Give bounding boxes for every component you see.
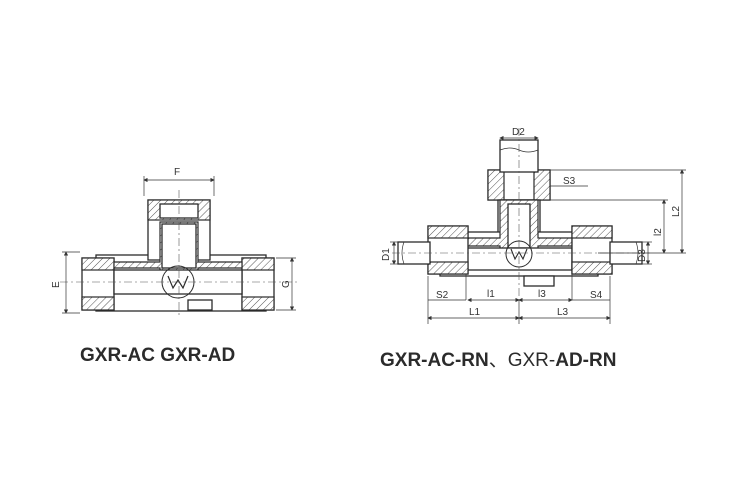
dim-label-G: G [281, 280, 292, 288]
right-caption-part2a: GXR- [507, 350, 556, 371]
top-nut-section-left [487, 169, 505, 201]
dim-label-D2: D2 [512, 127, 525, 138]
right-caption-part2b: AD-RN [555, 350, 617, 371]
dim-label-L1: L1 [469, 307, 481, 318]
dim-label-D3: D3 [637, 249, 648, 262]
dim-label-S3: S3 [563, 176, 576, 187]
dim-label-l2: l2 [653, 228, 664, 236]
dim-label-D1: D1 [381, 248, 392, 261]
left-marking-plate [187, 299, 213, 311]
right-caption-separator: 、 [488, 350, 508, 371]
left-caption-text: GXR-AC GXR-AD [80, 345, 236, 366]
dim-label-L2: L2 [671, 205, 682, 217]
dim-label-L3: L3 [557, 307, 569, 318]
right-tee-fitting: D2 S3 L2 l2 D1 D3 S2 l1 l3 [381, 127, 686, 324]
left-tee-fitting: F E G [51, 167, 298, 318]
right-caption: GXR-AC-RN、GXR-AD-RN [380, 345, 616, 372]
left-caption: GXR-AC GXR-AD [80, 345, 235, 367]
left-nut-section-top [81, 257, 115, 271]
right-nut-section-bottom [241, 296, 275, 311]
right-left-nut-section-top [427, 225, 469, 239]
right-right-nut-section-bottom [571, 261, 613, 275]
dim-label-S4: S4 [590, 290, 603, 301]
right-nut-section-top [241, 257, 275, 271]
right-left-nut-section-bottom [427, 261, 469, 275]
left-nut-section-bottom [81, 296, 115, 311]
dim-label-S2: S2 [436, 290, 449, 301]
right-marking-plate [523, 275, 555, 287]
dim-label-l1: l1 [487, 289, 495, 300]
dim-label-E: E [51, 281, 62, 288]
dim-label-l3: l3 [538, 289, 546, 300]
top-nut-section-right [533, 169, 551, 201]
right-caption-part1: GXR-AC-RN [380, 350, 489, 371]
dim-label-F: F [174, 167, 180, 178]
right-right-nut-section-top [571, 225, 613, 239]
